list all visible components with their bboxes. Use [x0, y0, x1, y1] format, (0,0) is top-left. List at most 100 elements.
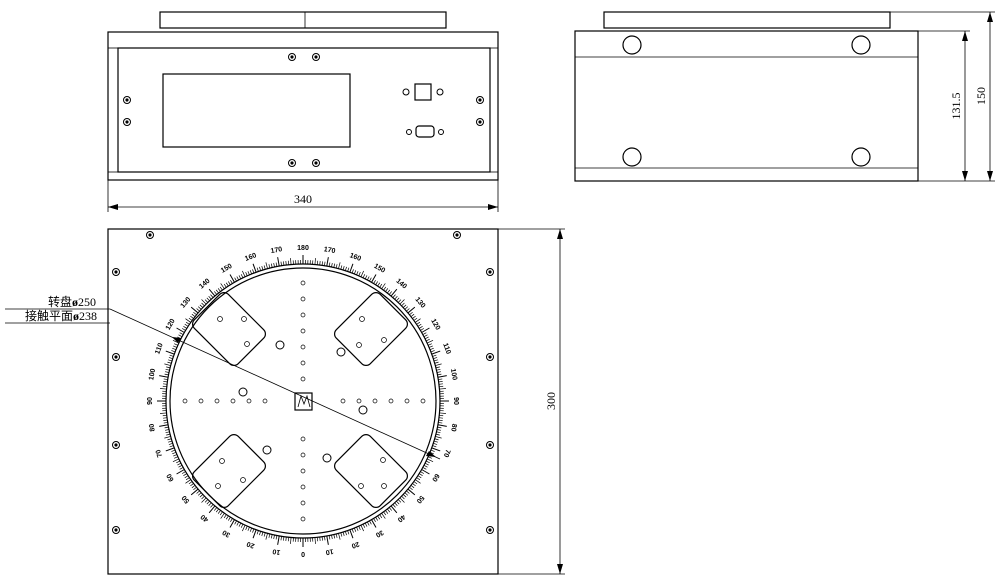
scale-tick: [208, 502, 212, 507]
scale-tick: [349, 529, 354, 539]
scale-tick: [265, 533, 268, 540]
scale-tick: [371, 519, 377, 528]
scale-label: 70: [442, 448, 451, 458]
scale-tick: [423, 334, 428, 337]
scale-tick: [326, 257, 329, 267]
connector-square: [414, 83, 432, 101]
scale-tick: [277, 257, 280, 267]
db-connector: [415, 125, 435, 138]
scale-tick: [171, 350, 176, 353]
scale-tick: [385, 510, 389, 514]
grid-dot: [372, 398, 378, 404]
scale-tick: [185, 479, 191, 484]
scale-tick: [439, 412, 446, 414]
dim-arrow-total-bottom: [987, 171, 993, 181]
scale-tick: [333, 534, 336, 539]
turntable-diameter-label: 转盘ø250: [48, 294, 96, 309]
grid-dot: [300, 468, 306, 474]
scale-tick: [375, 516, 379, 521]
angle-scale: [157, 255, 449, 547]
scale-tick: [367, 276, 370, 281]
clamp-top-left: [191, 291, 267, 367]
scale-label: 130: [180, 296, 193, 310]
dim-arrow-inner-top: [962, 31, 968, 41]
scale-label: 160: [349, 252, 362, 263]
side-hole-bottom-left: [622, 147, 642, 167]
scale-tick: [169, 445, 174, 448]
scale-tick: [225, 515, 229, 520]
scale-tick: [165, 371, 170, 373]
scale-tick: [383, 511, 387, 516]
scale-tick: [280, 261, 282, 266]
scale-tick: [413, 317, 418, 321]
scale-tick: [265, 262, 268, 269]
scale-tick: [219, 286, 223, 291]
scale-tick: [438, 422, 443, 424]
scale-tick: [190, 306, 199, 314]
scale-tick: [353, 270, 357, 275]
grid-dot: [300, 452, 306, 458]
scale-tick: [183, 325, 188, 329]
scale-tick: [176, 460, 181, 464]
scale-tick: [428, 345, 433, 348]
scale-tick: [159, 424, 169, 427]
scale-tick: [176, 327, 185, 333]
scale-tick: [430, 350, 435, 353]
grid-dot: [300, 280, 306, 286]
base-screw-2: [453, 231, 461, 239]
scale-tick: [166, 366, 171, 369]
scale-label: 170: [270, 246, 283, 255]
scale-tick: [259, 531, 261, 536]
scale-tick: [431, 350, 441, 355]
panel-screw-2: [312, 53, 320, 61]
scale-tick: [435, 433, 440, 436]
base-screw-6: [486, 353, 494, 361]
scale-label: 100: [148, 368, 157, 381]
scale-label: 120: [429, 318, 441, 332]
scale-tick: [369, 277, 372, 282]
scale-tick: [178, 465, 183, 468]
angle-scale-labels: 0102030405060708090100110120130140150160…: [147, 245, 459, 557]
scale-tick: [388, 291, 393, 295]
leader-arrow-end: [426, 451, 436, 457]
scale-tick: [438, 381, 443, 383]
scale-tick: [331, 534, 333, 539]
grid-dot: [300, 360, 306, 366]
scale-tick: [184, 475, 189, 479]
scale-tick: [390, 288, 398, 297]
scale-tick: [328, 262, 331, 267]
scale-tick: [240, 523, 244, 528]
panel-screw-6: [123, 118, 131, 126]
scale-tick: [373, 518, 376, 523]
scale-tick: [437, 426, 442, 429]
scale-label: 100: [449, 368, 458, 381]
dim-arrow-total-top: [987, 12, 993, 22]
scale-tick: [290, 537, 292, 544]
front-body: [107, 31, 499, 181]
scale-tick: [193, 311, 197, 316]
scale-tick: [190, 488, 199, 496]
grid-dot: [300, 296, 306, 302]
scale-tick: [234, 277, 237, 282]
scale-tick: [422, 467, 427, 470]
scale-tick: [321, 536, 323, 541]
scale-tick: [390, 505, 398, 514]
side-hole-top-right: [851, 35, 871, 55]
scale-tick: [433, 359, 438, 362]
scale-tick: [416, 477, 421, 481]
scale-tick: [438, 419, 443, 421]
scale-tick: [164, 373, 169, 376]
scale-tick: [429, 347, 434, 351]
scale-tick: [245, 272, 248, 276]
scale-tick: [377, 515, 381, 520]
grid-dot: [198, 398, 204, 404]
grid-dot: [182, 398, 188, 404]
scale-tick: [199, 304, 204, 308]
base-screw-9: [112, 526, 120, 534]
scale-tick: [383, 286, 387, 291]
scale-tick: [199, 494, 204, 498]
scale-tick: [234, 520, 237, 525]
center-logo-icon: [297, 394, 311, 408]
scale-tick: [160, 412, 167, 414]
db-screw-right: [438, 129, 444, 135]
